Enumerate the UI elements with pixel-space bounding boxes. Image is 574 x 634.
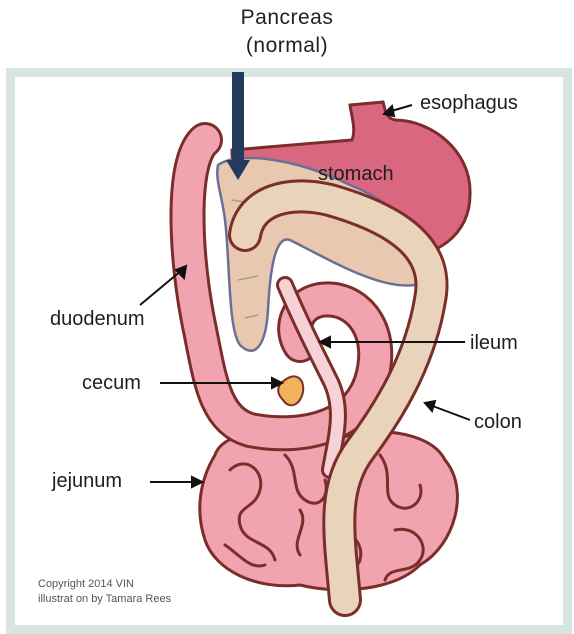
- cecum-shape: [278, 376, 303, 405]
- copyright-text: Copyright 2014 VIN: [38, 578, 134, 590]
- label-esophagus: esophagus: [420, 92, 518, 115]
- label-colon: colon: [474, 411, 522, 434]
- pancreas-pointer-arrow: [226, 72, 250, 180]
- label-ileum: ileum: [470, 332, 518, 355]
- label-cecum: cecum: [82, 372, 141, 395]
- label-stomach: stomach: [318, 163, 394, 186]
- illustrator-credit: illustrat on by Tamara Rees: [38, 593, 171, 605]
- label-duodenum: duodenum: [50, 308, 145, 331]
- label-jejunum: jejunum: [52, 470, 122, 493]
